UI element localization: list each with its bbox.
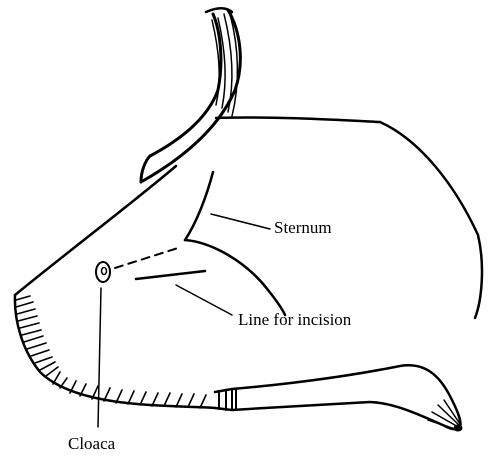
wing (141, 8, 240, 182)
incision-label: Line for incision (238, 310, 351, 330)
incision-line (136, 271, 205, 279)
leg (215, 365, 462, 431)
belly-feathers (16, 296, 206, 408)
cloaca-label: Cloaca (68, 434, 115, 454)
sternum (185, 172, 285, 315)
sternum-label: Sternum (274, 218, 332, 238)
dashed-line (115, 248, 178, 268)
cloaca (96, 262, 110, 282)
